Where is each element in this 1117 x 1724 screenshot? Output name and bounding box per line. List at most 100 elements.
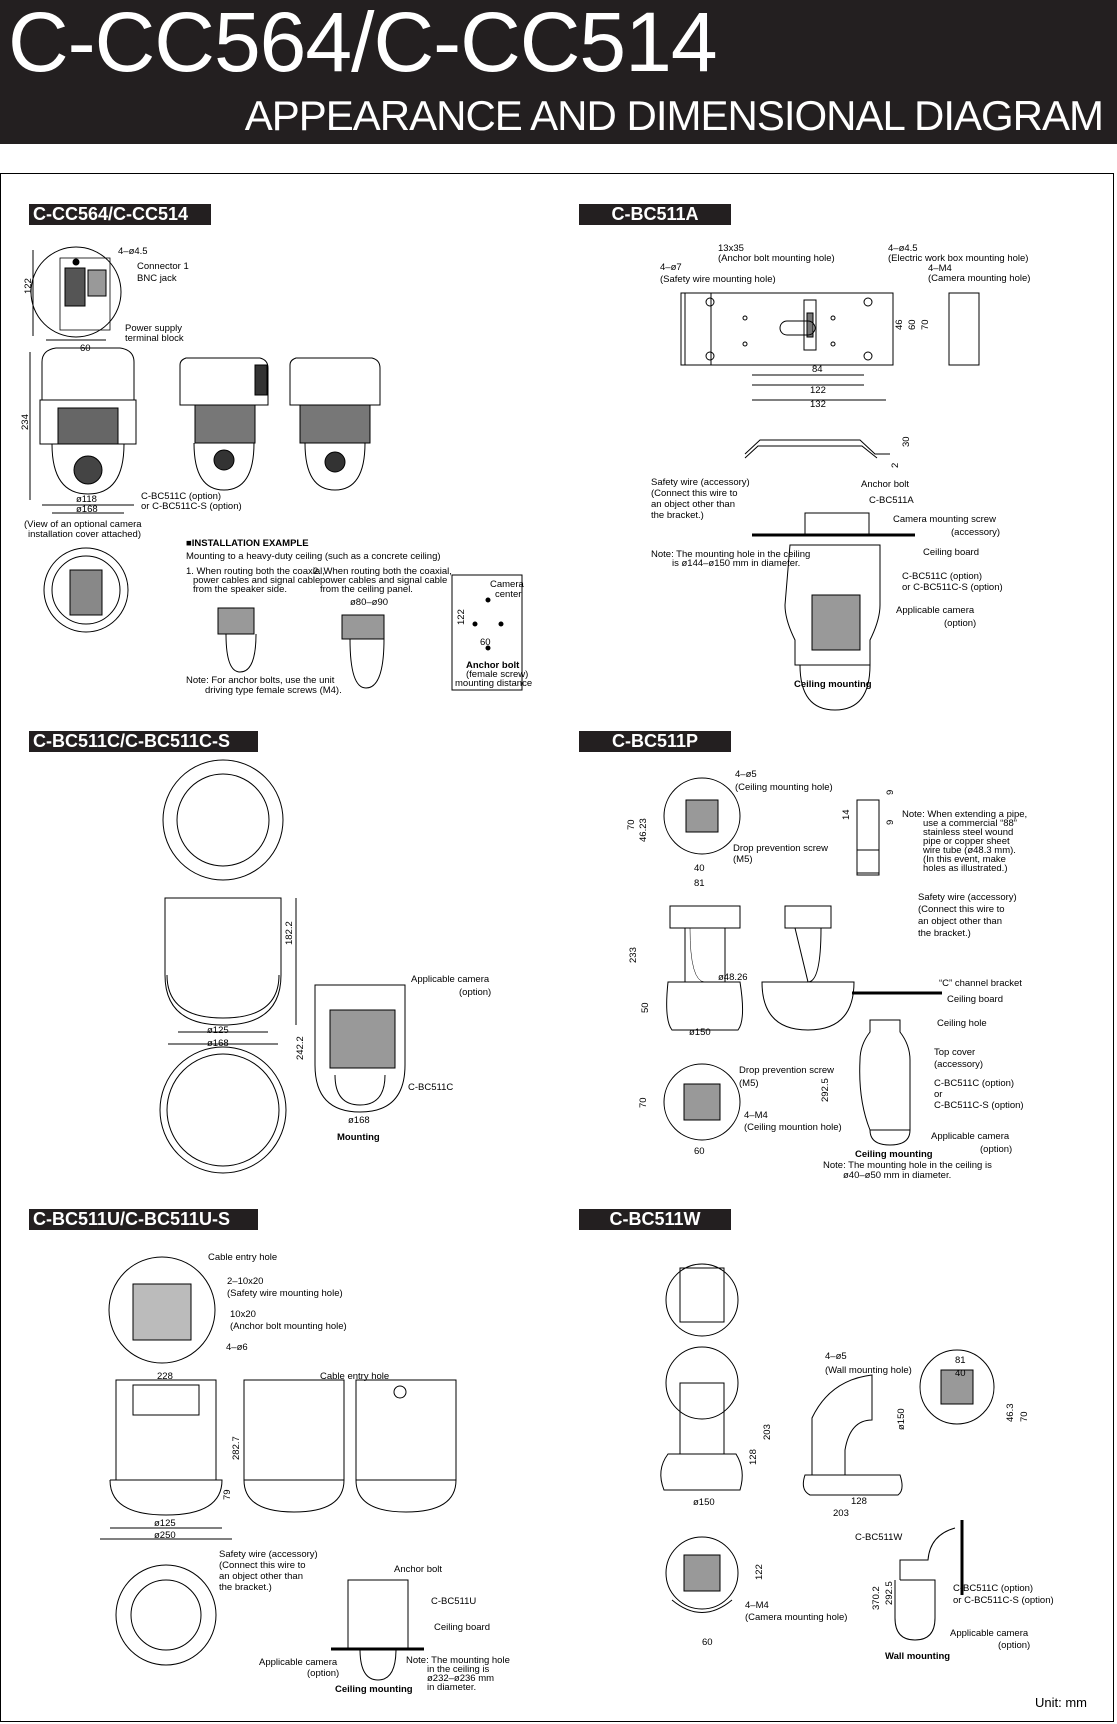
install-camera-center-2: center [495, 589, 521, 600]
bc511u-h3: 4–ø6 [226, 1342, 248, 1353]
bc511w-camera-1: Applicable camera [950, 1628, 1029, 1639]
bc511u-camera-1: Applicable camera [259, 1657, 338, 1668]
bc511w-top-view [665, 1263, 739, 1337]
bc511p-drop-4: (M5) [739, 1078, 759, 1089]
bc511p-camera-2: (option) [980, 1144, 1012, 1155]
section-title-bc511u: C-BC511U/C-BC511U-S [29, 1209, 258, 1230]
install-step2-line1: 2. When routing both the coaxial, [313, 566, 452, 577]
bc511u-h1: 2–10x20 [227, 1276, 263, 1287]
install-step1-line2: power cables and signal cable [193, 575, 320, 586]
bc511p-note2-2: ø40–ø50 mm in diameter. [843, 1170, 951, 1181]
install-example-drawings [217, 574, 523, 691]
bc511w-dim-463: 46.3 [1005, 1404, 1016, 1423]
bc511p-caption: Ceiling mounting [855, 1149, 933, 1160]
bc511u-wire-4: the bracket.) [219, 1582, 272, 1593]
install-range: ø80–ø90 [350, 597, 388, 608]
bc511p-dim-50: 50 [640, 1002, 651, 1013]
bc511p-camera-1: Applicable camera [931, 1131, 1010, 1142]
bc511u-dim-228: 228 [157, 1371, 173, 1382]
camera-top-view [30, 246, 122, 341]
bc511w-wall-mounting [894, 1520, 964, 1641]
bc511p-option-3: C-BC511C-S (option) [934, 1100, 1024, 1111]
bc511u-board: Ceiling board [434, 1622, 490, 1633]
dim-60: 60 [80, 343, 91, 354]
bc511p-pipe-side [856, 799, 880, 876]
bc511p-option-1: C-BC511C (option) [934, 1078, 1014, 1089]
bc511a-plate-top-view [680, 292, 980, 401]
bc511u-note-4: in diameter. [427, 1682, 476, 1693]
bc511w-front-view [660, 1346, 743, 1491]
install-note-2: driving type female screws (M4). [205, 685, 342, 696]
bc511a-dim-46: 46 [894, 319, 905, 330]
bc511a-wire-4: the bracket.) [651, 510, 704, 521]
bc511c-dim-168: ø168 [207, 1038, 229, 1049]
bc511c-model: C-BC511C [408, 1082, 453, 1093]
bc511p-top-2: (accessory) [934, 1059, 983, 1070]
bc511p-note2-1: Note: The mounting hole in the ceiling i… [823, 1160, 992, 1171]
bc511w-dim-2925: 292.5 [884, 1581, 895, 1605]
install-dim-60: 60 [480, 637, 491, 648]
bc511w-dim-3702: 370.2 [871, 1586, 882, 1610]
bc511p-note-2: stainless steel wound [923, 827, 1013, 838]
install-subheading: Mounting to a heavy-duty ceiling (such a… [186, 551, 441, 562]
camera-bottom-view [43, 547, 129, 633]
bc511a-wire-3: an object other than [651, 499, 735, 510]
section-title-bc511a: C-BC511A [579, 204, 731, 225]
bc511a-board: Ceiling board [923, 547, 979, 558]
bc511p-dim-14: 14 [841, 809, 852, 820]
bc511w-camera-2: (option) [998, 1640, 1030, 1651]
section-title-camera: C-CC564/C-CC514 [29, 204, 211, 225]
bc511u-wire-1: Safety wire (accessory) [219, 1549, 318, 1560]
section-title-bc511w: C-BC511W [579, 1209, 731, 1230]
install-anchor-1: Anchor bolt [466, 660, 520, 671]
install-dim-122: 122 [456, 609, 467, 625]
bc511p-drop-1: Drop prevention screw [733, 843, 828, 854]
bc511u-note-1: Note: The mounting hole [406, 1655, 510, 1666]
bc511p-note-5: (In this event, make [923, 854, 1006, 865]
label-terminal-block: terminal block [125, 333, 184, 344]
unit-label: Unit: mm [1035, 1695, 1087, 1710]
bc511p-note-3: pipe or copper sheet [923, 836, 1010, 847]
bc511c-bottom-view [159, 1046, 287, 1174]
bc511w-h5: 4–ø5 [825, 1351, 847, 1362]
bc511u-h2: 10x20 [230, 1309, 256, 1320]
dim-122: 122 [23, 278, 34, 294]
bc511p-dim-81: 81 [694, 878, 705, 889]
bc511a-camera-2: (option) [944, 618, 976, 629]
bc511p-note-6: holes as illustrated.) [923, 863, 1007, 874]
bc511c-dim-1822: 182.2 [284, 921, 295, 945]
camera-side-view-3 [289, 357, 381, 491]
bc511w-dim-40: 40 [955, 1368, 966, 1379]
label-power-supply: Power supply [125, 323, 182, 334]
label-option-1: C-BC511C (option) [141, 491, 221, 502]
bc511u-wire-3: an object other than [219, 1571, 303, 1582]
label-bnc-jack: BNC jack [137, 273, 177, 284]
bc511a-option-1: C-BC511C (option) [902, 571, 982, 582]
bc511w-dim-122: 122 [754, 1564, 765, 1580]
bc511a-anchor: Anchor bolt [861, 479, 909, 490]
bc511w-caption: Wall mounting [885, 1651, 950, 1662]
bc511w-m4: 4–M4 [745, 1600, 769, 1611]
diagram-frame [0, 173, 1114, 1722]
bc511p-ceiling-mounting [852, 991, 942, 1146]
bc511a-dim-60: 60 [907, 319, 918, 330]
bc511p-note-4: wire tube (ø48.3 mm). [922, 845, 1016, 856]
bc511u-front-view [100, 1379, 232, 1540]
bc511a-dim-30: 30 [901, 436, 912, 447]
bc511u-h2-desc: (Anchor bolt mounting hole) [230, 1321, 347, 1332]
dim-phi168: ø168 [76, 504, 98, 515]
bc511w-m4-desc: (Camera mounting hole) [745, 1612, 847, 1623]
bc511p-wire-1: Safety wire (accessory) [918, 892, 1017, 903]
install-step1-line1: 1. When routing both the coaxial, [186, 566, 325, 577]
bc511w-dim-128: 128 [851, 1496, 867, 1507]
bc511a-screw-2: (accessory) [951, 527, 1000, 538]
bc511p-option-2: or [934, 1089, 942, 1100]
bc511w-dim-203v: 203 [762, 1424, 773, 1440]
bc511p-wire-2: (Connect this wire to [918, 904, 1005, 915]
install-step1-line3: from the speaker side. [193, 584, 287, 595]
bc511a-bracket: C-BC511A [869, 495, 914, 506]
bc511c-top-view [162, 759, 284, 881]
install-heading: ■INSTALLATION EXAMPLE [186, 538, 309, 549]
bc511a-camera-1: Applicable camera [896, 605, 975, 616]
bc511a-dim-2: 2 [890, 463, 901, 468]
